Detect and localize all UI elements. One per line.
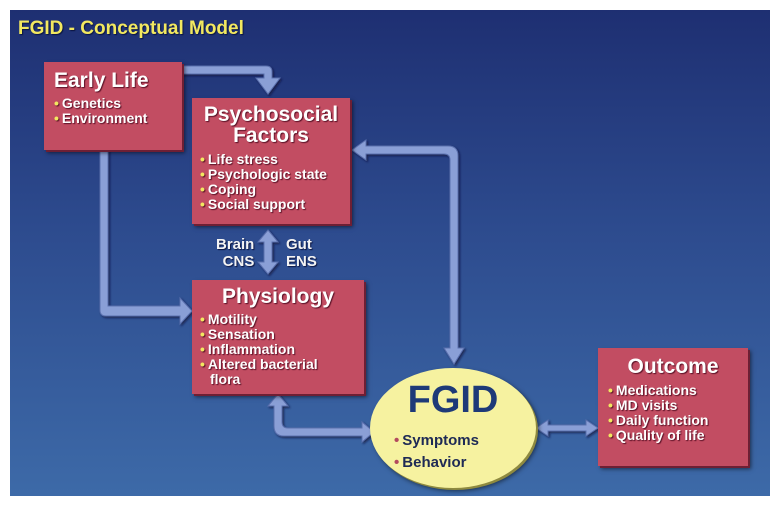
list-item: •Quality of life bbox=[608, 427, 705, 443]
list-item: •Inflammation bbox=[200, 341, 296, 357]
list-item: •Behavior bbox=[394, 454, 467, 471]
list-item: •Sensation bbox=[200, 326, 275, 342]
diagram-slide: FGID - Conceptual Model Early Life •Gene… bbox=[10, 10, 770, 496]
physiology-list: •Motility •Sensation •Inflammation •Alte… bbox=[200, 312, 356, 387]
gut-ens-label: Gut ENS bbox=[286, 236, 317, 270]
list-item: •Coping bbox=[200, 181, 257, 197]
fgid-heading: FGID bbox=[407, 379, 499, 421]
list-item: •Medications bbox=[608, 382, 697, 398]
list-item: •Environment bbox=[54, 110, 148, 126]
bullet-icon: • bbox=[200, 166, 205, 182]
arrow-psychosocial-to-fgid bbox=[351, 139, 465, 365]
outcome-list: •Medications •MD visits •Daily function … bbox=[608, 383, 738, 443]
list-item: •Genetics bbox=[54, 95, 122, 111]
brain-cns-label: Brain CNS bbox=[216, 236, 255, 270]
early-life-list: •Genetics •Environment bbox=[54, 96, 172, 126]
bullet-icon: • bbox=[200, 311, 205, 327]
arrow-physiology-to-fgid bbox=[266, 393, 375, 444]
slide-title: FGID - Conceptual Model bbox=[18, 18, 244, 39]
outcome-heading: Outcome bbox=[627, 355, 719, 378]
bullet-icon: • bbox=[54, 95, 59, 111]
bullet-icon: • bbox=[608, 427, 613, 443]
bullet-icon: • bbox=[200, 356, 205, 372]
physiology-heading: Physiology bbox=[221, 285, 335, 308]
arrow-fgid-to-outcome bbox=[535, 419, 599, 437]
bullet-icon: • bbox=[54, 110, 59, 126]
bullet-icon: • bbox=[394, 432, 400, 449]
list-item: •Psychologic state bbox=[200, 166, 327, 182]
bullet-icon: • bbox=[608, 397, 613, 413]
bullet-icon: • bbox=[200, 196, 205, 212]
list-item: •Symptoms bbox=[394, 432, 479, 449]
list-item: •Social support bbox=[200, 196, 306, 212]
list-item: •Life stress bbox=[200, 151, 278, 167]
bullet-icon: • bbox=[608, 382, 613, 398]
bullet-icon: • bbox=[200, 326, 205, 342]
connector-arrows bbox=[99, 65, 599, 444]
physiology-box: Physiology •Motility •Sensation •Inflamm… bbox=[192, 280, 364, 394]
psychosocial-list: •Life stress •Psychologic state •Coping … bbox=[200, 152, 342, 212]
bullet-icon: • bbox=[608, 412, 613, 428]
outcome-box: Outcome •Medications •MD visits •Daily f… bbox=[598, 348, 748, 466]
list-item: •MD visits bbox=[608, 397, 678, 413]
early-life-heading: Early Life bbox=[54, 69, 149, 92]
psychosocial-heading: Psychosocial Factors bbox=[203, 103, 339, 147]
psychosocial-factors-box: Psychosocial Factors •Life stress •Psych… bbox=[192, 98, 350, 224]
bullet-icon: • bbox=[200, 151, 205, 167]
list-item: •Daily function bbox=[608, 412, 709, 428]
list-item: •Motility bbox=[200, 311, 257, 327]
early-life-box: Early Life •Genetics •Environment bbox=[44, 62, 182, 150]
arrow-early-to-physiology bbox=[99, 149, 193, 326]
arrow-brain-gut-axis bbox=[256, 229, 280, 275]
bullet-icon: • bbox=[200, 341, 205, 357]
bullet-icon: • bbox=[200, 181, 205, 197]
fgid-ellipse: FGID •Symptoms •Behavior bbox=[370, 368, 536, 488]
bullet-icon: • bbox=[394, 454, 400, 471]
arrow-early-to-psychosocial bbox=[181, 65, 281, 95]
